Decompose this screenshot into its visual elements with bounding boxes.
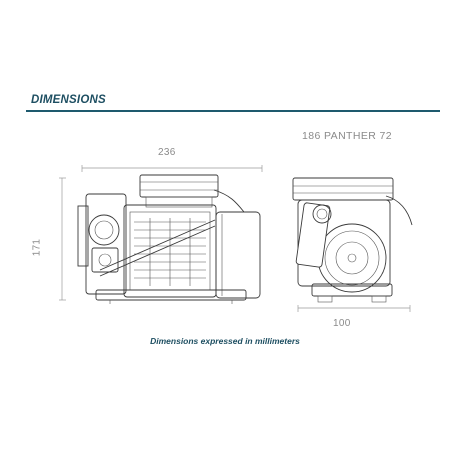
- dimensions-caption: Dimensions expressed in millimeters: [150, 336, 300, 346]
- width-dimension-label: 236: [158, 147, 176, 158]
- width-dimension-line: [81, 165, 263, 172]
- section-divider: [26, 110, 440, 112]
- pump-front-view: [292, 177, 413, 303]
- pump-side-view: [77, 174, 261, 304]
- model-name: 186 PANTHER 72: [302, 130, 393, 142]
- section-title: DIMENSIONS: [31, 94, 106, 106]
- height-dimension-line: [59, 177, 66, 301]
- depth-dimension-line: [297, 305, 411, 312]
- depth-dimension-label: 100: [333, 318, 351, 329]
